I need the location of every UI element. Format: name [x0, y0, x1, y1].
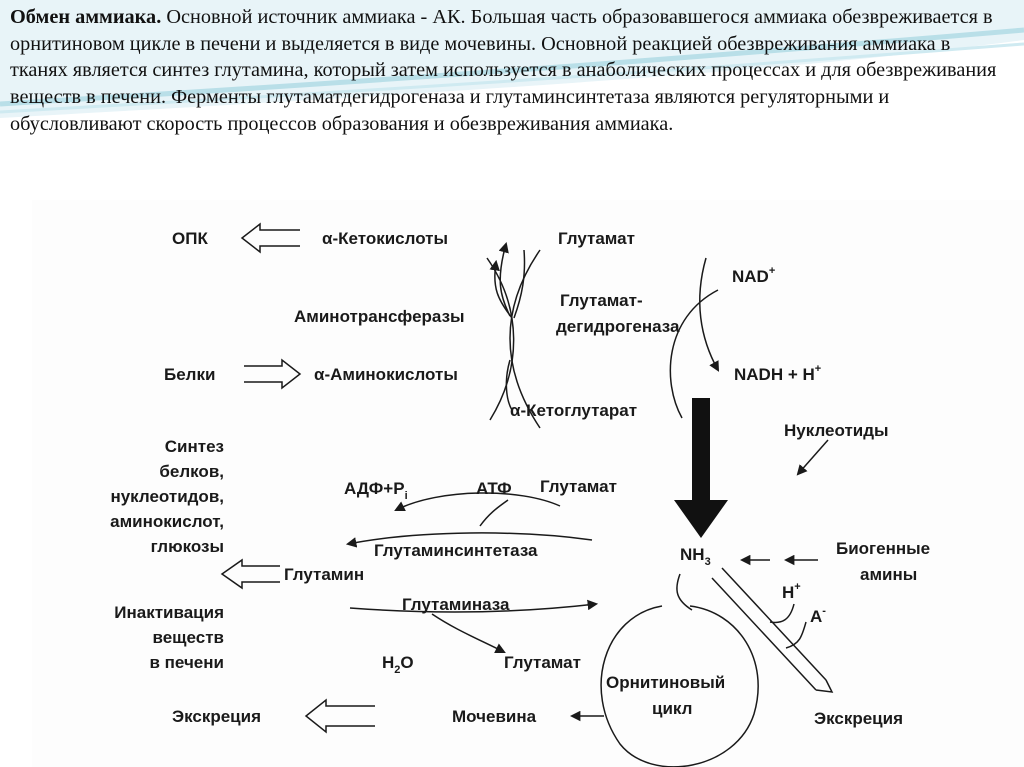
label-gdh-line2: дегидрогеназа: [556, 317, 680, 336]
label-keto-acids: α-Кетокислоты: [322, 229, 448, 248]
label-opk: ОПК: [172, 229, 208, 248]
hollow-arrow-from-proteins: [244, 358, 302, 390]
label-excretion-left: Экскреция: [172, 707, 261, 726]
label-water: H2O: [382, 653, 414, 676]
label-h-plus: H+: [782, 581, 801, 602]
label-ketoglutarate: α-Кетоглутарат: [510, 401, 637, 420]
label-nad: NAD+: [732, 265, 775, 286]
h-plus-arrow: [769, 603, 795, 624]
label-glutamate-low: Глутамат: [504, 653, 581, 672]
inactivation-line: Инактивация: [114, 603, 224, 622]
a-minus-arrow: [785, 621, 807, 649]
label-inactivation: Инактивация веществ в печени: [114, 603, 224, 672]
transamination-arc-right: [509, 249, 541, 429]
intro-title: Обмен аммиака.: [10, 6, 162, 28]
label-gdh-line1: Глутамат-: [560, 291, 643, 310]
label-synthesis: Синтез белков, нуклеотидов, аминокислот,…: [110, 437, 224, 556]
synthesis-line: Синтез: [165, 437, 224, 456]
synthesis-line: нуклеотидов,: [110, 487, 224, 506]
nh3-to-cycle: [676, 573, 693, 611]
transamination-branch-2: [489, 259, 513, 319]
label-atp: АТФ: [476, 479, 512, 498]
atp-branch: [479, 499, 509, 527]
inactivation-line: веществ: [153, 628, 225, 647]
label-aminotransferases: Аминотрансферазы: [294, 307, 465, 326]
hollow-arrow-to-opk: [240, 222, 300, 254]
label-adp: АДФ+Pi: [344, 479, 408, 502]
hollow-arrow-to-synthesis: [220, 558, 280, 590]
big-arrow-to-nh3: [674, 398, 728, 538]
label-nadh: NADH + H+: [734, 363, 821, 384]
synthesis-line: белков,: [159, 462, 224, 481]
label-glutamine: Глутамин: [284, 565, 364, 584]
label-glutaminase: Глутаминаза: [402, 595, 510, 614]
hollow-arrow-to-excretion-right: [711, 567, 834, 693]
synthesis-line: глюкозы: [151, 537, 224, 556]
label-urea: Мочевина: [452, 707, 537, 726]
label-nh3: NH3: [680, 545, 711, 568]
transamination-branch-3: [513, 249, 526, 319]
label-excretion-right: Экскреция: [814, 709, 903, 728]
synthetase-arc-top: [394, 492, 561, 511]
glutaminase-arc-top: [349, 599, 599, 613]
hollow-arrow-to-excretion-left: [304, 698, 375, 734]
glutaminase-arc-bottom: [431, 613, 506, 653]
label-ornithine-line1: Орнитиновый: [606, 673, 725, 692]
transamination-arc-left: [486, 257, 515, 421]
label-glutamate-mid: Глутамат: [540, 477, 617, 496]
gdh-arc: [669, 289, 719, 419]
nucleotides-arrow: [796, 439, 829, 476]
label-amino-acids: α-Аминокислоты: [314, 365, 458, 384]
label-ornithine-line2: цикл: [652, 699, 692, 718]
intro-paragraph: Обмен аммиака. Основной источник аммиака…: [10, 4, 1010, 138]
synthetase-arc-bottom: [345, 532, 593, 548]
label-proteins: Белки: [164, 365, 215, 384]
transamination-branch-4: [505, 359, 513, 411]
diagram-panel: [32, 200, 1024, 767]
label-glutamate-top: Глутамат: [558, 229, 635, 248]
label-a-minus: A-: [810, 605, 826, 626]
label-biogenic-line2: амины: [860, 565, 917, 584]
label-glutamine-synthetase: Глутаминсинтетаза: [374, 541, 538, 560]
label-biogenic-line1: Биогенные: [836, 539, 930, 558]
intro-body: Основной источник аммиака - АК. Большая …: [10, 6, 997, 135]
synthesis-line: аминокислот,: [110, 512, 224, 531]
inactivation-line: в печени: [149, 653, 224, 672]
label-nucleotides: Нуклеотиды: [784, 421, 889, 440]
nad-arrow-arc: [699, 257, 720, 372]
